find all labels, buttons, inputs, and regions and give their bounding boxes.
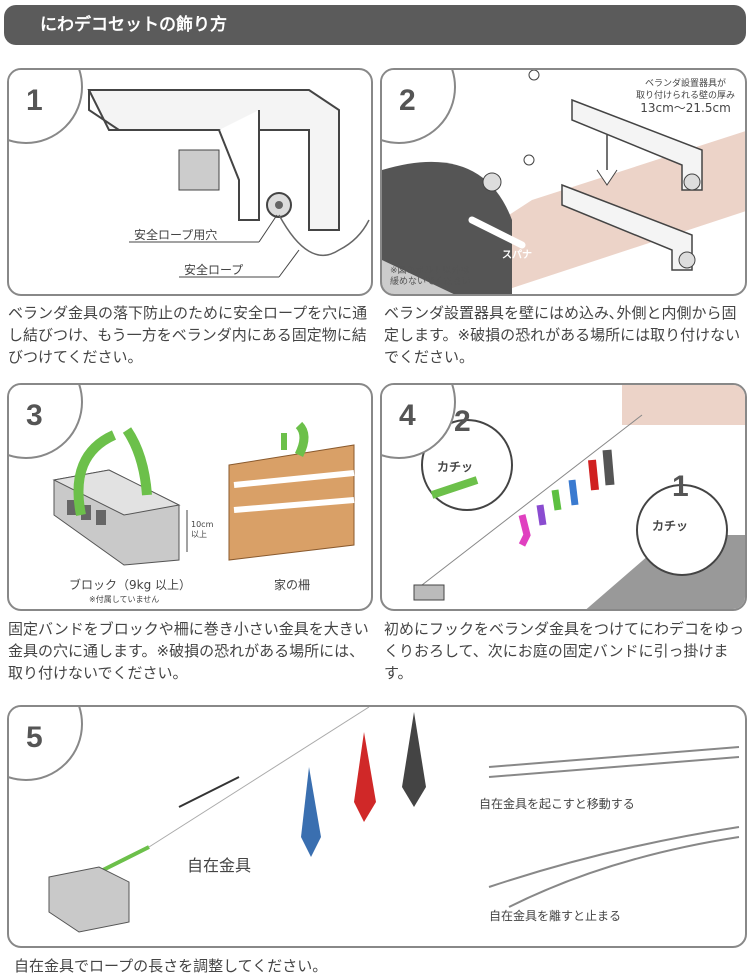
- thickness-line1: ベランダ設置器具が: [644, 79, 726, 89]
- fence-label: 家の柵: [274, 578, 311, 592]
- wall-mount-illustration: [382, 70, 745, 294]
- adjuster-label: 自在金具: [187, 856, 252, 875]
- bolt-note: ※図のボルト以外は緩めないでください: [390, 266, 471, 288]
- click-label-2: カチッ: [437, 460, 474, 474]
- click-label-1: カチッ: [652, 519, 689, 533]
- callout-number-2: 2: [454, 405, 471, 438]
- step-4-caption: 初めにフックをベランダ金具をつけてにわデコをゆっくりおろして、次にお庭の固定バン…: [384, 620, 745, 682]
- raise-to-move-label: 自在金具を起こすと移動する: [479, 797, 635, 811]
- step-1-panel: 1 安全ロープ用穴 安全ロープ: [7, 68, 373, 296]
- wrench-label: スパナ: [502, 250, 532, 261]
- height-line2: 以上: [191, 530, 207, 539]
- note-line1: ※図のボルト以外は: [390, 266, 470, 276]
- hole-label: 安全ロープ用穴: [134, 228, 218, 242]
- bracket-illustration: [87, 89, 370, 278]
- hanging-illustration: [413, 385, 745, 609]
- step-5-panel: 5 自在金具 自在金具を起こすと移動する 自在金具を離すと止まる: [7, 705, 747, 948]
- block-label: ブロック（9kg 以上）: [69, 578, 192, 592]
- note-line2: 緩めないでください: [390, 277, 471, 287]
- adjust-rope-illustration: [48, 707, 740, 933]
- release-to-stop-label: 自在金具を離すと止まる: [489, 909, 622, 923]
- thickness-line2: 取り付けられる壁の厚み: [635, 91, 735, 101]
- step-number: 5: [26, 721, 43, 754]
- step-3-caption: 固定バンドをブロックや柵に巻き小さい金具を大きい金具の穴に通します。※破損の恐れ…: [8, 620, 369, 682]
- rope-label: 安全ロープ: [184, 263, 244, 277]
- step-1-caption: ベランダ金具の落下防止のために安全ロープを穴に通し結びつけ、もう一方をベランダ内…: [8, 304, 368, 366]
- thickness-range: 13cm〜21.5cm: [640, 101, 731, 115]
- step-number: 1: [26, 84, 43, 117]
- callout-number-1: 1: [672, 470, 689, 503]
- step-number: 4: [399, 399, 416, 432]
- step-2-caption: ベランダ設置器具を壁にはめ込み､外側と内側から固定します。※破損の恐れがある場所…: [384, 304, 741, 366]
- anchor-illustration: [52, 421, 355, 566]
- height-line1: 10cm: [191, 520, 214, 529]
- block-note: ※付属していません: [89, 595, 160, 604]
- step-number: 3: [26, 399, 43, 432]
- step-5-caption: 自在金具でロープの長さを調整してください。: [14, 957, 328, 975]
- page-title: にわデコセットの飾り方: [4, 5, 746, 45]
- step-4-panel: 4 2 カチッ 1 カチッ: [380, 383, 747, 611]
- step-number: 2: [399, 84, 416, 117]
